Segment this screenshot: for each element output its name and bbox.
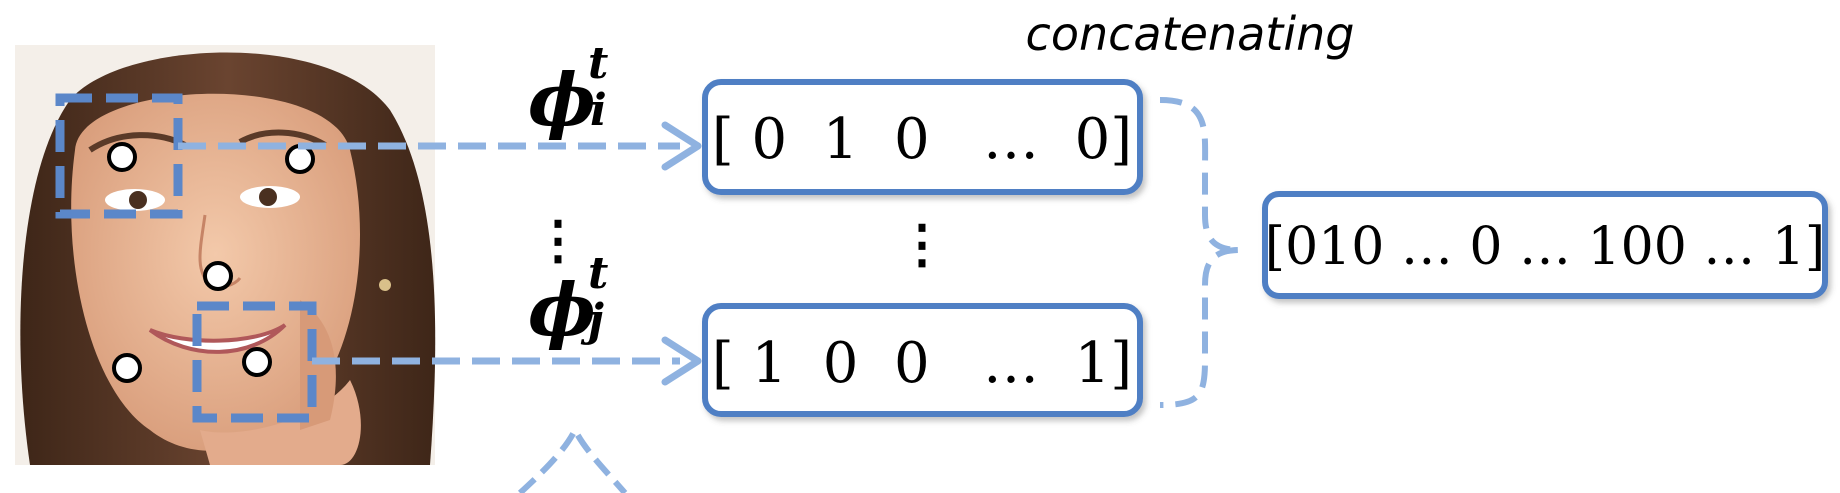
landmark-dot [285, 144, 315, 174]
bottom-brace-partial [517, 423, 628, 493]
result-vector-box: [010 … 0 … 100 … 1] [1262, 191, 1828, 299]
vector-box-top: [ 0 1 0 … 0] [702, 79, 1143, 195]
arrow-top [178, 121, 702, 171]
svg-text:ϕ: ϕ [528, 267, 596, 352]
landmark-patch-i [55, 93, 183, 219]
svg-text:t: t [588, 38, 608, 89]
vector-top-text: [ 0 1 0 … 0] [712, 107, 1132, 172]
landmark-dot [107, 142, 137, 172]
landmark-dot [203, 261, 233, 291]
concatenation-brace [1159, 97, 1241, 408]
result-vector-text: [010 … 0 … 100 … 1] [1265, 217, 1825, 277]
feature-symbol-j: ϕ t j [528, 248, 608, 352]
svg-text:i: i [590, 85, 607, 136]
ellipsis-left: ⋮ [532, 210, 584, 271]
landmark-dot [242, 347, 272, 377]
landmark-patch-j [192, 301, 317, 423]
ellipsis-middle: ⋮ [896, 214, 948, 275]
face-image [15, 45, 436, 465]
arrow-bottom [312, 336, 702, 386]
vector-bottom-text: [ 1 0 0 … 1] [712, 331, 1132, 396]
svg-text:ϕ: ϕ [528, 57, 596, 142]
landmark-dot [112, 353, 142, 383]
vector-box-bottom: [ 1 0 0 … 1] [702, 303, 1143, 417]
svg-text:t: t [588, 248, 608, 299]
concatenating-label: concatenating [1026, 7, 1355, 61]
feature-symbol-i: ϕ t i [528, 38, 608, 142]
